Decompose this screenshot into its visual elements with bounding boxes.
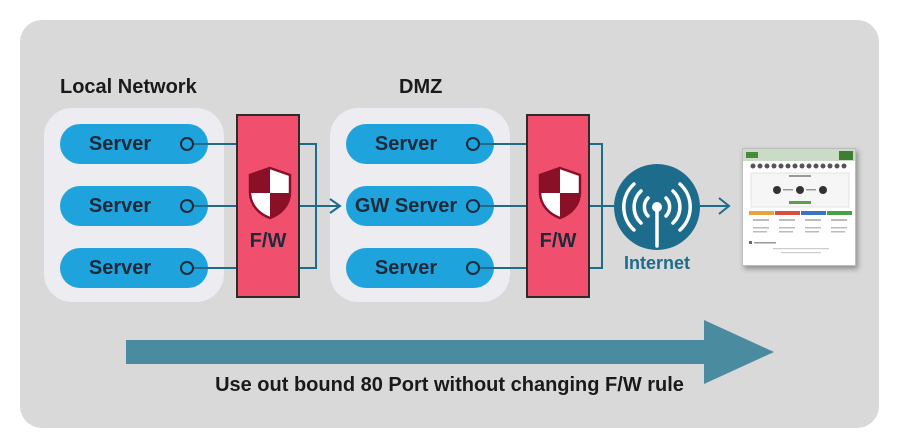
local-network-label: Local Network <box>60 76 197 98</box>
firewall-1: F/W <box>236 114 300 298</box>
dmz-label: DMZ <box>399 76 443 98</box>
server-label: Server <box>374 133 438 155</box>
port-icon <box>180 137 194 151</box>
shield-icon <box>538 166 582 220</box>
wire <box>590 206 603 269</box>
port-icon <box>180 261 194 275</box>
dashboard-thumbnail-image <box>743 149 855 265</box>
server-label: Server <box>88 133 152 155</box>
wire <box>300 206 317 269</box>
firewall-label: F/W <box>249 230 287 252</box>
firewall-2: F/W <box>526 114 590 298</box>
port-icon <box>466 199 480 213</box>
server-label: Server <box>88 257 152 279</box>
internet-node <box>614 164 700 250</box>
local-server-3: Server <box>60 248 208 288</box>
port-icon <box>466 137 480 151</box>
shield-icon <box>248 166 292 220</box>
wifi-antenna-icon <box>622 182 692 248</box>
local-server-2: Server <box>60 186 208 226</box>
server-label: GW Server <box>354 195 458 217</box>
dmz-server-1: Server <box>346 124 494 164</box>
arrow-head <box>718 197 731 215</box>
arrow-head <box>329 198 342 214</box>
diagram-caption: Use out bound 80 Port without changing F… <box>215 374 684 396</box>
wire <box>590 143 603 206</box>
firewall-label: F/W <box>539 230 577 252</box>
local-server-1: Server <box>60 124 208 164</box>
port-icon <box>180 199 194 213</box>
dmz-server-3: Server <box>346 248 494 288</box>
wire <box>300 143 317 206</box>
server-label: Server <box>88 195 152 217</box>
port-icon <box>466 261 480 275</box>
web-dashboard-screenshot <box>742 148 856 266</box>
server-label: Server <box>374 257 438 279</box>
outbound-direction-arrow <box>126 320 774 384</box>
dmz-gw-server: GW Server <box>346 186 494 226</box>
internet-label: Internet <box>623 253 690 273</box>
